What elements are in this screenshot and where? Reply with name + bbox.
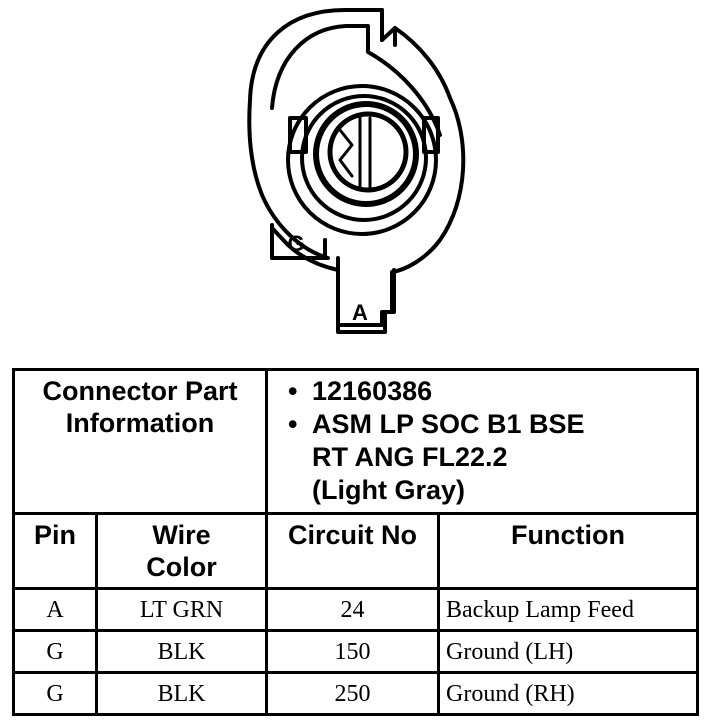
bullet-icon: • [288, 376, 298, 406]
col-header-wire-line-1: Wire [152, 520, 211, 550]
part-color: (Light Gray) [312, 475, 465, 505]
connector-info-table: Connector Part Information • 12160386 • AS… [12, 368, 699, 716]
col-header-function: Function [437, 512, 699, 590]
part-info-cell: • 12160386 • ASM LP SOC B1 BSE RT ANG FL22… [265, 368, 699, 515]
cell-circuit: 150 [265, 629, 440, 674]
pin-label-a: A [352, 300, 368, 325]
part-header-cell: Connector Part Information [12, 368, 268, 515]
part-header-line-2: Information [65, 408, 215, 438]
bulb-contact-detail [338, 116, 372, 192]
cell-circuit: 250 [265, 671, 440, 716]
connector-housing-outline [247, 8, 466, 327]
cell-wire-color: BLK [95, 629, 268, 674]
col-header-circuit: Circuit No [265, 512, 440, 590]
col-header-pin: Pin [12, 512, 98, 590]
pin-g-terminal [270, 223, 327, 260]
col-header-wire-color: Wire Color [95, 512, 268, 590]
socket-lug-right [422, 116, 440, 154]
part-description-text: ASM LP SOC B1 BSE [312, 409, 585, 439]
housing-tab-line [380, 8, 397, 47]
cell-function: Ground (LH) [437, 629, 699, 674]
column-header-row: Pin Wire Color Circuit No Function [12, 512, 699, 590]
connector-diagram: G A [247, 8, 466, 334]
socket-bulb-ring [327, 111, 409, 193]
part-number-text: 12160386 [312, 376, 433, 406]
cell-wire-color: BLK [95, 671, 268, 716]
socket-lug-left [288, 116, 308, 154]
cell-pin: G [12, 629, 98, 674]
table-row: A LT GRN 24 Backup Lamp Feed [12, 587, 699, 632]
part-number: • 12160386 [288, 375, 696, 408]
cell-function: Backup Lamp Feed [437, 587, 699, 632]
pin-a-terminal [336, 256, 396, 334]
cell-wire-color: LT GRN [95, 587, 268, 632]
part-info-row: Connector Part Information • 12160386 • AS… [12, 368, 699, 515]
part-description-cont: RT ANG FL22.2 [312, 442, 508, 472]
part-header-line-1: Connector Part [42, 376, 238, 406]
cell-pin: G [12, 671, 98, 716]
bullet-icon: • [288, 409, 298, 439]
cell-pin: A [12, 587, 98, 632]
socket-outer-ring [286, 84, 438, 236]
cell-function: Ground (RH) [437, 671, 699, 716]
socket-inner-ring [313, 101, 419, 207]
table-row: G BLK 250 Ground (RH) [12, 671, 699, 716]
table-row: G BLK 150 Ground (LH) [12, 629, 699, 674]
col-header-wire-line-2: Color [146, 552, 217, 582]
pin-label-g: G [287, 231, 304, 256]
connector-inner-shell [270, 24, 442, 137]
part-description: • ASM LP SOC B1 BSE [288, 408, 696, 441]
cell-circuit: 24 [265, 587, 440, 632]
socket-middle-ring [300, 94, 428, 222]
